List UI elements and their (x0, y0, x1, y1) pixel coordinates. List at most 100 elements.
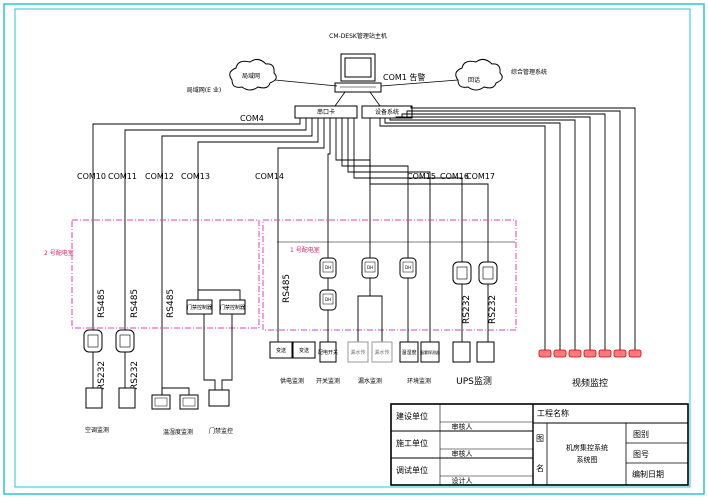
rs232-label-2: RS232 (488, 295, 498, 324)
temp-box (399, 341, 419, 363)
construct-unit-label: 施工单位 (396, 438, 428, 448)
wire-door-bus (197, 289, 241, 300)
temp-sensor-1-screen (154, 397, 168, 407)
com1-label: COM1 告警 (383, 72, 425, 82)
temp-box-label: 温湿度 (401, 349, 416, 356)
door-unit (208, 389, 230, 407)
rs485-label-3: RS485 (166, 289, 176, 318)
mgmt-cloud-text: 回话 (468, 76, 480, 84)
outer-frame (3, 3, 705, 495)
video-monitor-caption: 视频监控 (572, 377, 608, 389)
device-system-label: 设备系统 (375, 108, 399, 116)
inner-frame (14, 8, 691, 488)
wire-leak-2 (370, 295, 383, 342)
title-block (390, 403, 689, 486)
drawing-title-1: 机房集控系统 (566, 443, 608, 452)
lan-caption: 局域网(E 业) (187, 86, 221, 94)
debug-unit-label: 调试单位 (396, 465, 428, 475)
com13-label: COM13 (181, 172, 210, 181)
dh-module-3 (361, 257, 379, 279)
com11-label: COM11 (108, 172, 137, 181)
drawing-no-label: 图号 (633, 450, 649, 459)
rs232-label-4: RS232 (130, 361, 140, 390)
converter-ups-1 (452, 261, 472, 285)
leak-module-1-label: 漏水传 (350, 349, 365, 356)
ups-unit-2 (476, 341, 495, 363)
dh-module-3-label: DH (367, 265, 373, 270)
rs485-label-2: RS485 (130, 289, 140, 318)
dh-module-2-label: DH (325, 297, 331, 302)
switch-box-label: 配电开关 (318, 349, 338, 356)
designer-label: 设计人 (452, 476, 473, 485)
server-to-device (369, 91, 381, 107)
zone1-box (262, 219, 517, 331)
power-monitor-caption: 供电监测 (280, 377, 304, 385)
rs485-label-1: RS485 (97, 289, 107, 318)
serial-card-label: 串口卡 (317, 108, 335, 116)
env-monitor-caption: 环境监测 (407, 377, 431, 385)
switch-monitor-caption: 开关监测 (316, 377, 340, 385)
date-label: 编制日期 (632, 469, 664, 479)
com1-link (380, 79, 459, 87)
temp-monitor-caption: 温湿度监测 (163, 428, 193, 436)
temp-sensor-1 (151, 394, 171, 410)
zone2-box (71, 219, 260, 329)
server-computer (334, 53, 382, 93)
serial-card-box (294, 105, 358, 119)
build-unit-label: 建设单位 (396, 411, 428, 421)
com12-label: COM12 (145, 172, 174, 181)
com17-label: COM17 (466, 172, 495, 181)
com4-label: COM4 (240, 114, 264, 123)
door-controller-1-label: 门禁控制器 (187, 304, 212, 311)
com14-label: COM14 (255, 172, 284, 181)
figure-label: 图 (536, 434, 544, 443)
camera-group (538, 349, 642, 358)
converter-ups-2 (478, 261, 498, 285)
dh-module-1-label: DH (325, 265, 331, 270)
temp-sensor-2-screen (182, 397, 196, 407)
leak-module-1 (347, 341, 369, 363)
mgmt-cloud (455, 58, 503, 91)
checker-label: 审核人 (452, 449, 473, 458)
aircon-unit-2 (118, 387, 136, 409)
power-box-2 (292, 341, 316, 359)
door-monitor-caption: 门禁监控 (209, 427, 233, 435)
com16-label: COM16 (440, 172, 469, 181)
power-box-1-label: 变送 (276, 347, 286, 354)
server-to-card (334, 91, 346, 107)
reviewer-label: 审核人 (452, 422, 473, 431)
aircon-unit-1 (85, 387, 103, 409)
com15-label: COM15 (407, 172, 436, 181)
wire-door-2 (221, 314, 233, 390)
smoke-box (420, 341, 440, 363)
smoke-box-label: 烟雾探测器 (420, 349, 440, 355)
rs485-label-4: RS485 (282, 274, 292, 303)
wire-door-1 (203, 314, 216, 390)
converter-1 (83, 329, 103, 353)
rs232-label-3: RS232 (97, 361, 107, 390)
rs232-label-1: RS232 (462, 295, 472, 324)
wire-leak-1 (357, 278, 371, 342)
figure-no-label: 图别 (633, 430, 649, 439)
mgmt-caption: 综合管理系统 (511, 68, 547, 76)
door-controller-2 (219, 299, 246, 315)
name-label: 名 (536, 463, 544, 473)
server-title: CM-DESK管理站主机 (329, 32, 387, 40)
door-controller-1 (186, 299, 213, 315)
converter-2 (115, 329, 135, 353)
door-controller-2-label: 门禁控制器 (220, 304, 245, 311)
air-monitor-caption: 空调监测 (85, 426, 109, 434)
power-box-1 (269, 341, 293, 359)
leak-module-2-label: 漏水传 (374, 349, 389, 356)
lan-cloud (229, 58, 277, 91)
wire-temp (161, 387, 190, 395)
leak-module-2 (371, 341, 393, 363)
power-box-2-label: 变送 (299, 347, 309, 354)
zone1-label: 1 号配电室 (290, 246, 320, 254)
ups-unit-1 (452, 341, 471, 363)
dh-module-4-label: DH (405, 265, 411, 270)
lan-cloud-text: 局域网 (242, 72, 260, 80)
switch-box (319, 341, 337, 363)
